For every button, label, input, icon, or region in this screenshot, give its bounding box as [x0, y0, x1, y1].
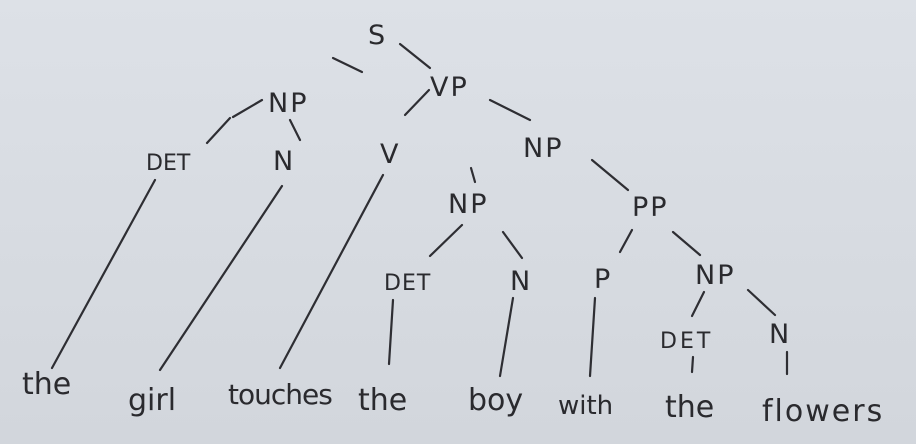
node-n: N — [273, 146, 295, 177]
tree-edge — [398, 42, 432, 70]
tree-edge — [690, 355, 695, 374]
tree-edge — [205, 116, 232, 145]
tree-edge — [278, 173, 385, 370]
node-det: DET — [146, 151, 191, 176]
node-np: NP — [695, 260, 735, 291]
node-s: S — [368, 20, 387, 51]
node-n: N — [510, 266, 532, 297]
node-pp: PP — [632, 192, 669, 223]
tree-edge — [746, 288, 777, 317]
word: flowers — [762, 394, 884, 429]
node-np: NP — [523, 133, 563, 164]
tree-edge — [288, 118, 302, 142]
node-p: P — [594, 264, 612, 295]
word: the — [358, 383, 407, 418]
word: boy — [468, 383, 523, 418]
node-np: NP — [448, 189, 488, 220]
tree-edge — [501, 230, 524, 260]
tree-edges — [50, 42, 789, 378]
tree-edge — [488, 98, 532, 122]
tree-edge — [671, 230, 702, 257]
tree-edge — [387, 298, 395, 366]
tree-edge — [231, 98, 264, 119]
tree-edge — [690, 290, 706, 318]
word: touches — [228, 378, 332, 411]
word: the — [22, 367, 71, 402]
node-np: NP — [268, 88, 308, 119]
word: girl — [128, 383, 176, 418]
tree-edge — [158, 184, 284, 372]
tree-edge — [50, 178, 157, 370]
node-n: N — [769, 319, 791, 350]
node-det: DET — [660, 329, 713, 354]
word: the — [665, 390, 714, 425]
tree-edge — [331, 56, 364, 74]
tree-edge — [590, 158, 630, 192]
node-det: DET — [384, 271, 431, 296]
node-vp: VP — [430, 72, 469, 103]
sentence-words: the girl touches the boy with the flower… — [22, 367, 884, 429]
tree-edge — [403, 88, 431, 117]
tree-edge — [428, 223, 464, 258]
tree-edge — [588, 296, 597, 378]
node-v: V — [380, 139, 400, 170]
tree-edge — [469, 166, 477, 184]
word: with — [558, 391, 613, 421]
tree-edge — [498, 296, 515, 378]
tree-nodes: S NP VP DET N V NP NP PP DET N P NP DET … — [146, 20, 791, 354]
tree-edge — [618, 228, 634, 254]
